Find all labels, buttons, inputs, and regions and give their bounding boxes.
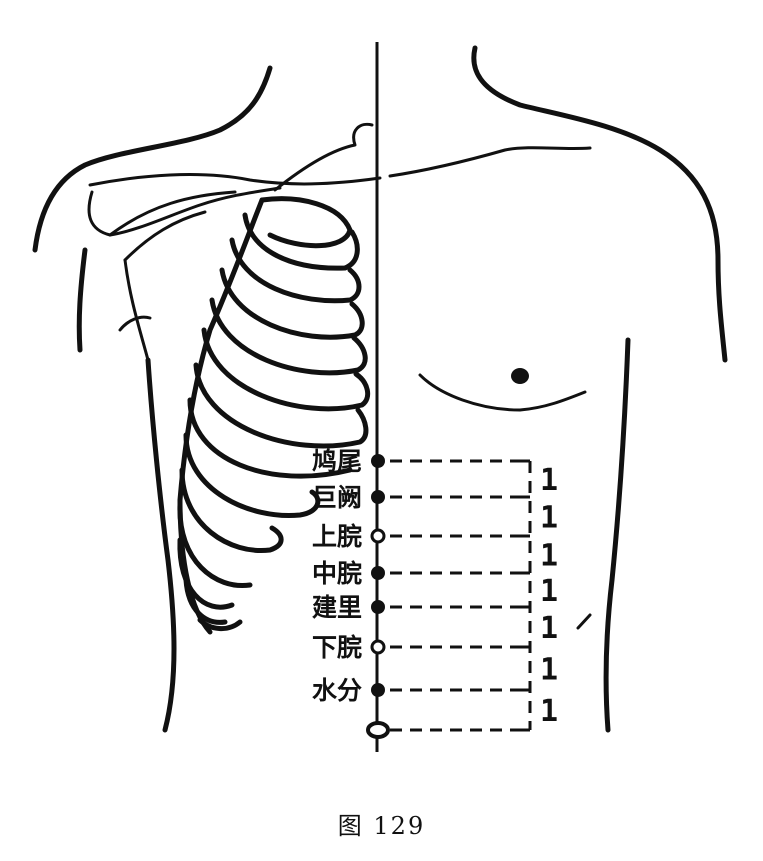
acupoint-label: 建里: [312, 593, 362, 622]
neck-left-outline: [32, 65, 273, 253]
chest-line: [418, 373, 587, 412]
acupoint-marker: [371, 600, 385, 614]
interval-unit: 1: [540, 653, 558, 688]
acupoint-marker: [371, 454, 385, 468]
acupoint-marker: [371, 683, 385, 697]
shoulder-joint: [108, 190, 237, 262]
acupoint-label: 水分: [312, 676, 362, 705]
acupoint-marker: [370, 528, 386, 544]
left-arm-inner: [118, 258, 152, 362]
right-side-tick: [576, 613, 592, 630]
ribcage: [177, 196, 371, 635]
interval-unit: 1: [540, 501, 558, 536]
left-torso-outline: [145, 357, 177, 733]
interval-unit: 1: [540, 539, 558, 574]
figure-caption: 图 129: [337, 812, 426, 840]
acupoint-markers: [366, 454, 390, 739]
acupoint-label: 中脘: [312, 559, 362, 588]
acupoint-marker: [370, 639, 386, 655]
right-shoulder-line: [388, 146, 592, 178]
acupoint-label: 鸠尾: [312, 447, 362, 476]
acupoint-marker: [366, 721, 390, 739]
clavicle-left: [88, 173, 382, 187]
acupoint-label: 下脘: [312, 633, 362, 662]
acupoint-marker: [371, 490, 385, 504]
acupoint-marker: [371, 566, 385, 580]
left-arm-outline: [76, 247, 88, 353]
interval-unit: 1: [540, 611, 558, 646]
acupoint-label: 巨阙: [312, 483, 362, 512]
neck-right-outline: [471, 45, 728, 363]
right-torso-outline: [603, 337, 631, 733]
interval-unit: 1: [540, 694, 558, 729]
scapula-edge: [273, 122, 374, 192]
acupoint-label: 上脘: [312, 522, 362, 551]
clavicle-left-lower: [87, 186, 282, 237]
interval-unit: 1: [540, 463, 558, 498]
interval-unit: 1: [540, 574, 558, 609]
nipple: [511, 368, 529, 384]
interval-guides: [390, 459, 532, 732]
